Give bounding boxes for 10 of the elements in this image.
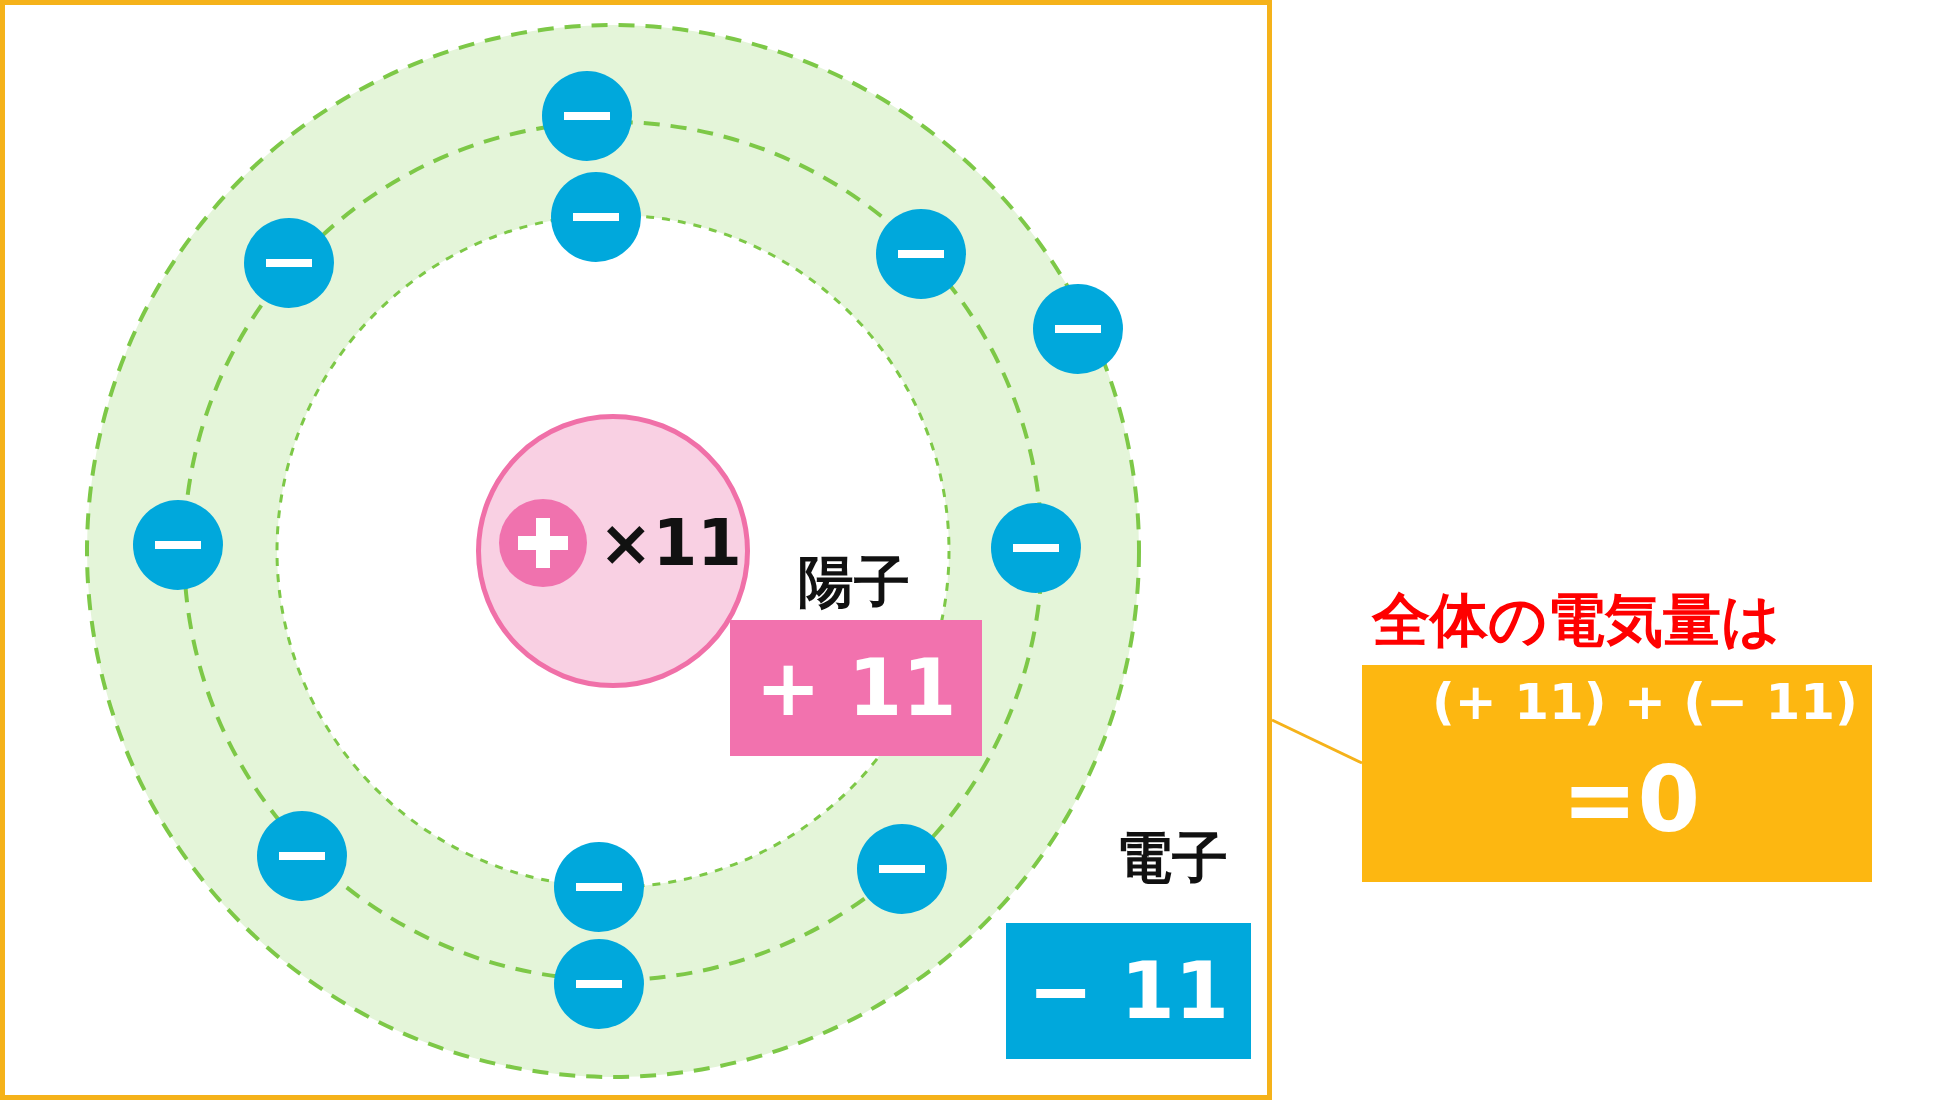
total-charge-heading: 全体の電気量は	[1372, 591, 1780, 649]
particle-label: 電子	[1116, 830, 1228, 886]
count-label: ×11	[599, 511, 742, 575]
charge-sum-formula: (+ 11) + (− 11)	[1432, 677, 1858, 727]
leader-line	[1271, 718, 1363, 765]
proton-charge-box: + 11	[730, 620, 982, 756]
particle-label: 陽子	[798, 554, 910, 610]
frame-box	[0, 0, 1272, 1100]
electron-charge-box: − 11	[1006, 923, 1251, 1059]
charge-result: =0	[1562, 755, 1701, 845]
